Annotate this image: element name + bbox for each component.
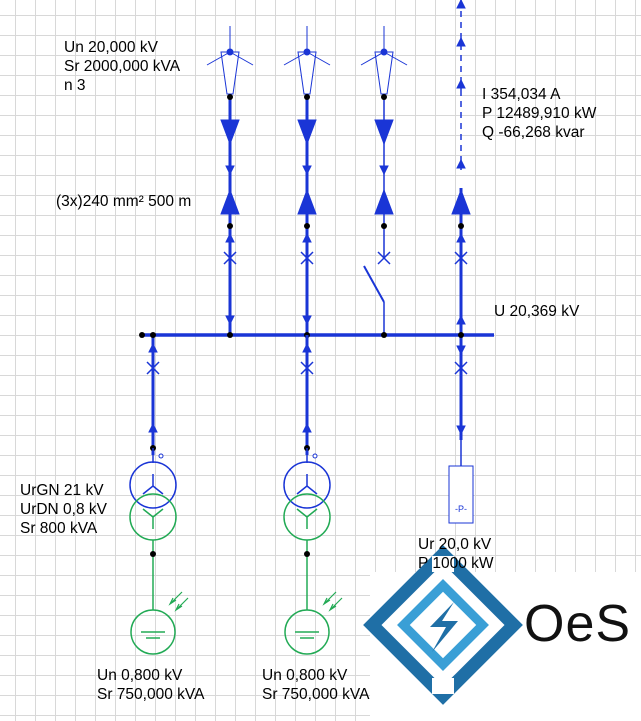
generator-count: n 3 xyxy=(64,77,86,94)
arrow-down-icon xyxy=(374,119,394,145)
wind-feeder-3[interactable] xyxy=(360,25,408,338)
grid-active-power: P 12489,910 kW xyxy=(482,105,597,122)
generator-voltage: Un 20,000 kV xyxy=(64,39,158,56)
transformer-feeder-1[interactable] xyxy=(129,332,189,655)
wind-turbine-icon xyxy=(206,25,254,95)
load-voltage: Ur 20,0 kV xyxy=(418,536,492,553)
load-box[interactable] xyxy=(448,465,474,524)
transformer-power: Sr 800 kVA xyxy=(20,520,98,537)
wind-turbine-icon xyxy=(283,25,331,95)
wind-feeder-1[interactable] xyxy=(206,25,254,338)
grid-current: I 354,034 A xyxy=(482,86,561,103)
arrow-up-icon xyxy=(451,189,471,215)
open-switch-icon[interactable] xyxy=(363,265,385,303)
grid-feeder[interactable]: -P- xyxy=(448,0,474,524)
load-symbol: -P- xyxy=(455,504,467,514)
pv1-power: Sr 750,000 kVA xyxy=(97,686,205,703)
pv2-power: Sr 750,000 kVA xyxy=(262,686,370,703)
arrow-up-icon xyxy=(297,189,317,215)
load-power: P 1000 kW xyxy=(418,555,494,572)
pv-generator-icon xyxy=(130,609,176,655)
busbar-voltage: U 20,369 kV xyxy=(494,303,580,320)
wind-turbine-icon xyxy=(360,25,408,95)
transformer-hv-rating: UrGN 21 kV xyxy=(20,482,104,499)
transformer-feeder-2[interactable] xyxy=(283,335,343,655)
arrow-down-icon xyxy=(220,119,240,145)
transformer-hv-winding xyxy=(283,461,331,509)
transformer-lv-rating: UrDN 0,8 kV xyxy=(20,501,107,518)
pv-generator-icon xyxy=(284,609,330,655)
grid-reactive-power: Q -66,268 kvar xyxy=(482,124,585,141)
generator-power: Sr 2000,000 kVA xyxy=(64,58,181,75)
cable-spec: (3x)240 mm² 500 m xyxy=(56,193,192,210)
oes-logo xyxy=(363,545,641,721)
pv1-voltage: Un 0,800 kV xyxy=(97,667,183,684)
logo-text: OeS xyxy=(524,595,632,653)
wind-feeder-2[interactable] xyxy=(283,25,331,338)
arrow-down-icon xyxy=(297,119,317,145)
transformer-hv-winding xyxy=(129,461,177,509)
arrow-up-icon xyxy=(374,189,394,215)
pv2-voltage: Un 0,800 kV xyxy=(262,667,348,684)
arrow-up-icon xyxy=(220,189,240,215)
